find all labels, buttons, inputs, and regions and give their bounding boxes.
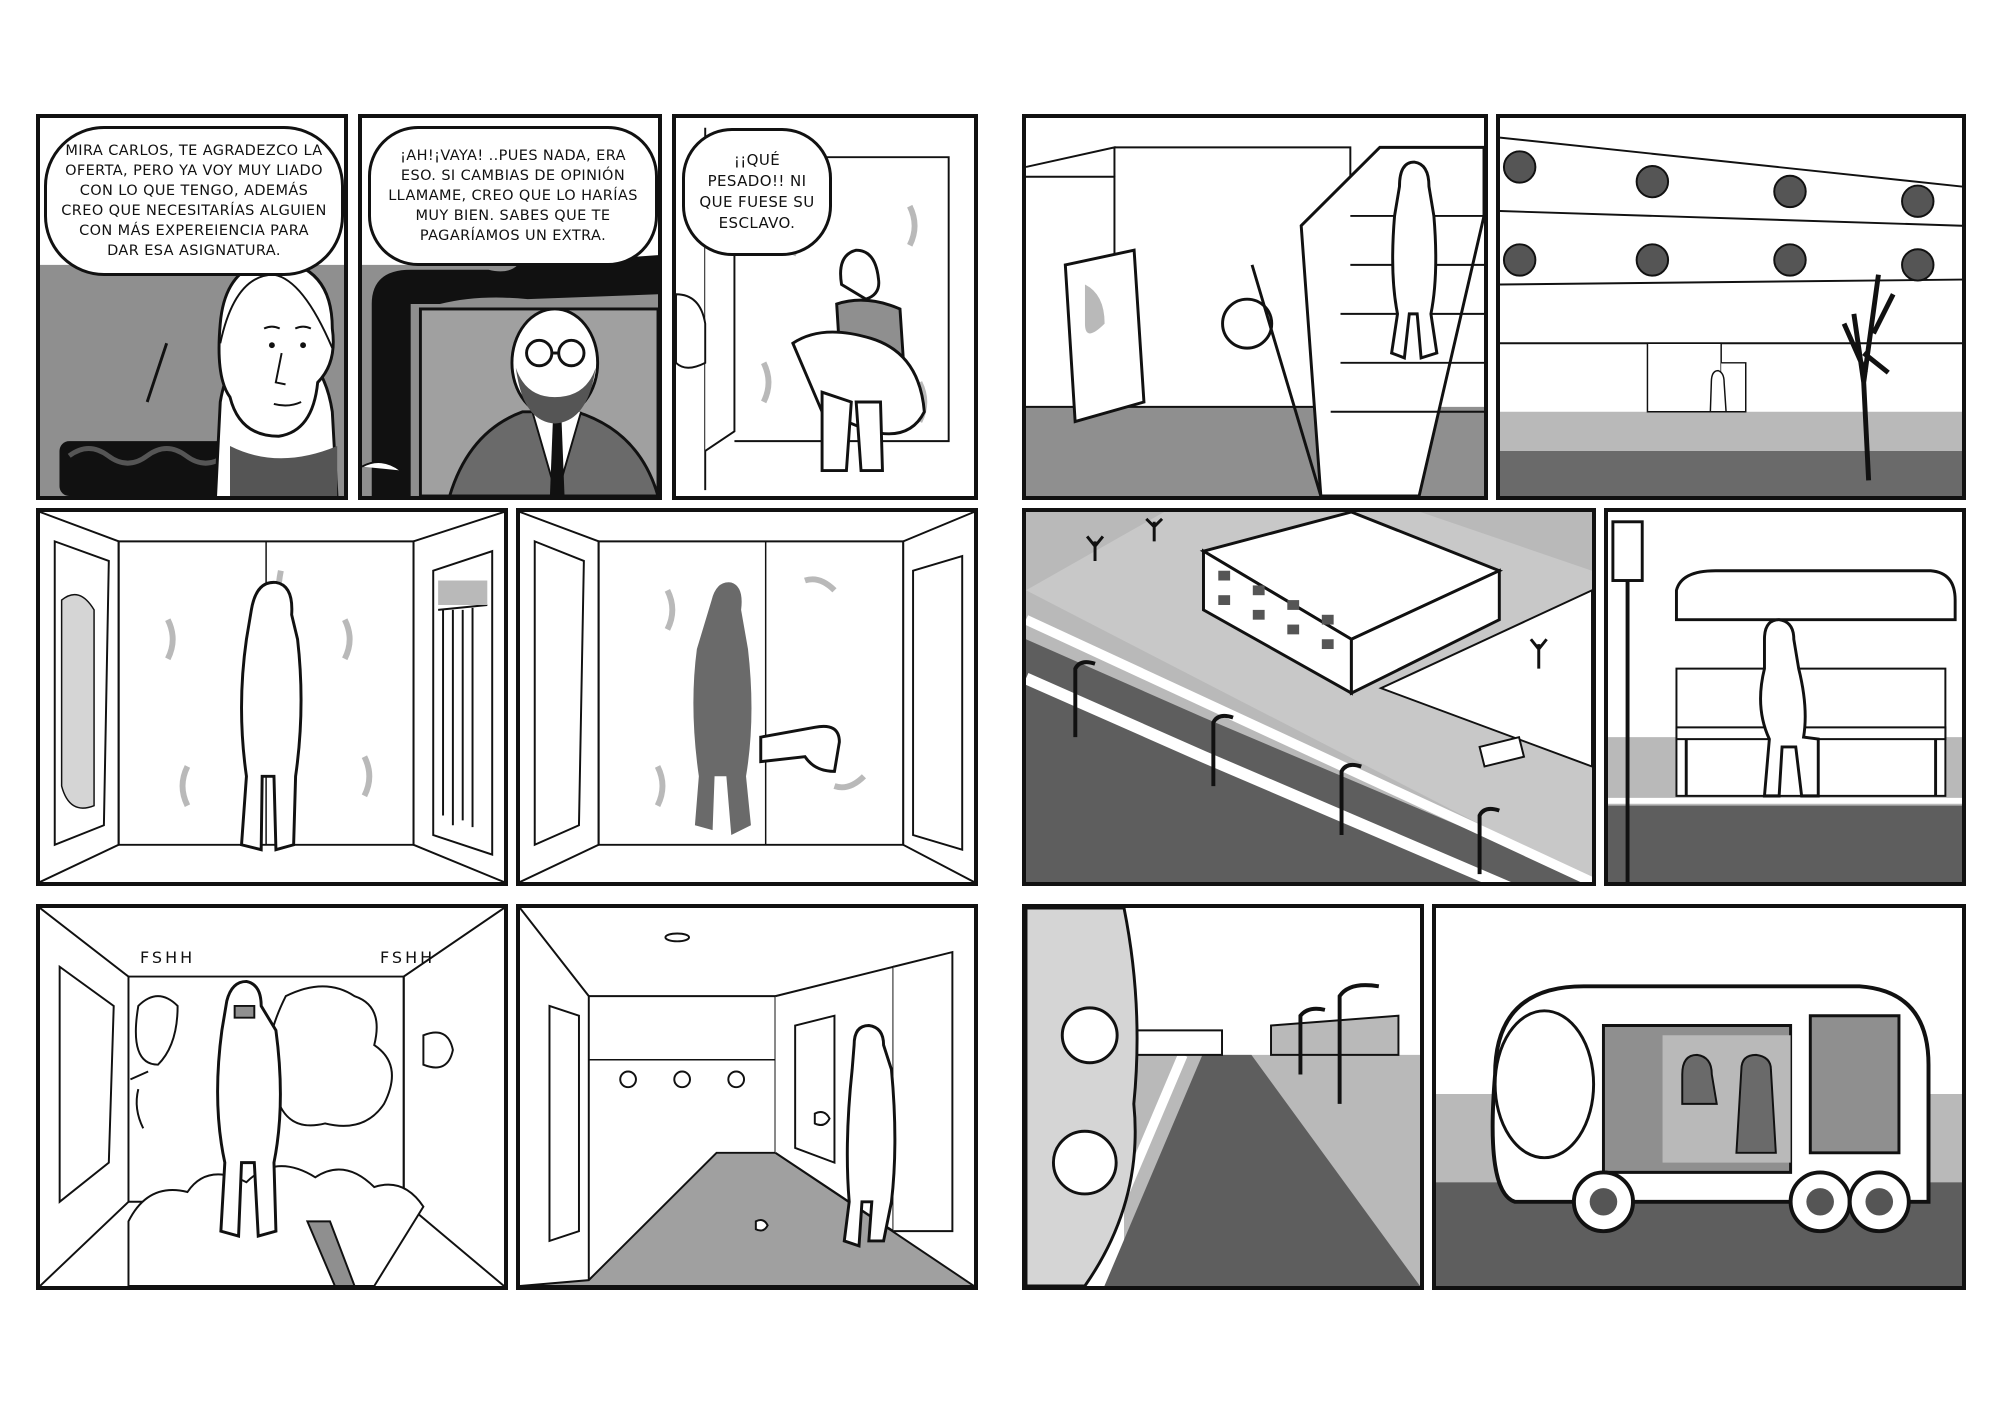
panel-12-art [1026, 908, 1420, 1286]
panel-13-art [1436, 984, 1962, 1286]
sound-effect-right: FSHH [380, 948, 436, 967]
panel-4-changing-room [36, 508, 508, 886]
panel-13-bus [1432, 904, 1966, 1290]
panel-10-aerial-building [1022, 508, 1596, 886]
panel-5-booth-silhouette [516, 508, 978, 886]
panel-11-bus-stop [1604, 508, 1966, 886]
panel-3-dialogue: ¡¡QUÉ PESADO!! NI QUE FUESE SU ESCLAVO. [672, 114, 978, 500]
speech-bubble: ¡¡QUÉ PESADO!! NI QUE FUESE SU ESCLAVO. [682, 128, 832, 256]
panel-9-art [1500, 118, 1962, 496]
panel-6-decontamination: FSHH FSHH [36, 904, 508, 1290]
panel-1-art [40, 258, 344, 496]
panel-10-art [1026, 512, 1592, 882]
panel-4-art [40, 512, 504, 882]
panel-5-art [520, 512, 974, 882]
speech-bubble: MIRA CARLOS, TE AGRADEZCO LA OFERTA, PER… [44, 126, 344, 276]
speech-bubble: ¡AH!¡VAYA! ..PUES NADA, ERA ESO. SI CAMB… [368, 126, 658, 266]
sound-effect-left: FSHH [140, 948, 196, 967]
panel-7-art [520, 908, 974, 1286]
panel-2-dialogue: ¡AH!¡VAYA! ..PUES NADA, ERA ESO. SI CAMB… [358, 114, 662, 500]
panel-7-corridor [516, 904, 978, 1290]
panel-8-stairs [1022, 114, 1488, 500]
panel-2-art [362, 255, 658, 496]
panel-8-art [1026, 145, 1484, 496]
panel-1-dialogue: MIRA CARLOS, TE AGRADEZCO LA OFERTA, PER… [36, 114, 348, 500]
panel-6-art [40, 908, 504, 1286]
panel-11-art [1608, 520, 1962, 882]
panel-9-building-exterior [1496, 114, 1966, 500]
panel-12-street-pov [1022, 904, 1424, 1290]
